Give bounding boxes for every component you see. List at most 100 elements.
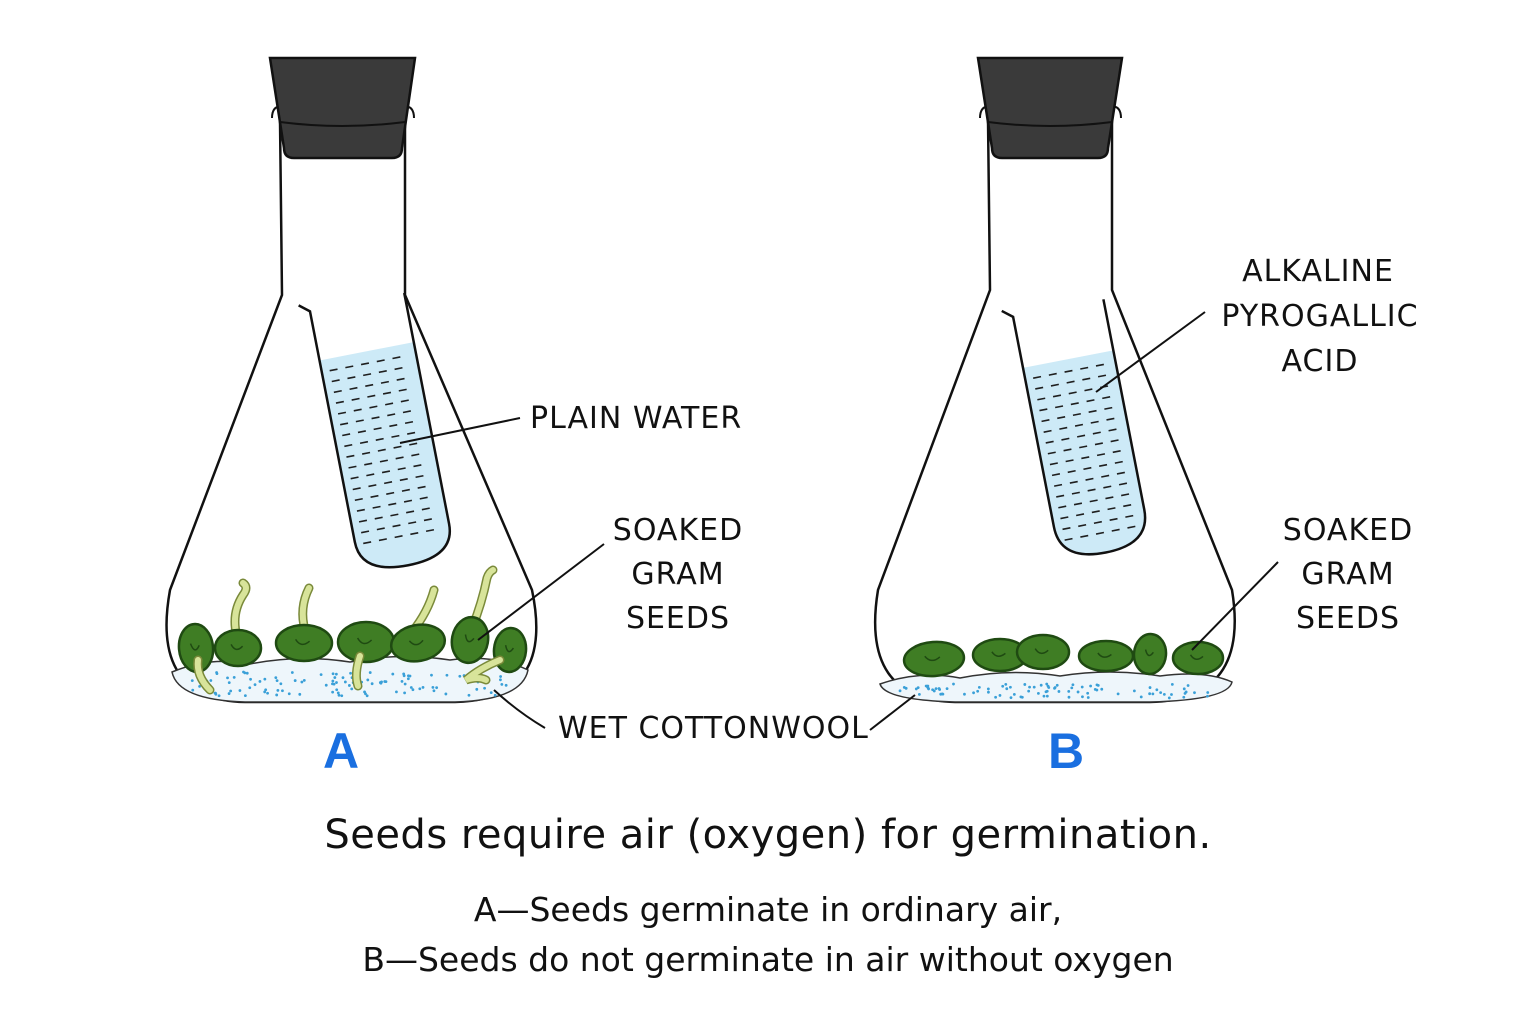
label-plain-water: PLAIN WATER [530,401,742,436]
cotton-dots-b [898,682,1210,700]
cotton-dot [232,675,236,679]
cotton-dot [1067,689,1071,693]
water-dash [1114,460,1123,464]
cotton-dot [994,695,998,699]
cotton-dot [1047,686,1051,689]
water-dash [1080,366,1089,370]
cotton-dot [1053,686,1056,690]
cotton-dot [431,685,435,689]
seed-hilum [356,637,373,645]
water-dash [359,440,369,445]
water-dash [1091,510,1100,514]
cotton-dot [349,671,352,675]
seed-hilum [464,634,475,643]
sprout-icon [353,653,363,689]
seed-hilum [294,638,311,646]
water-dash [1108,428,1117,432]
water-dash [331,379,340,383]
cotton-dot [1045,694,1049,698]
cotton-dot [1193,691,1196,695]
cotton-dot [402,674,406,678]
cotton-dot [499,678,502,682]
water-dash [389,424,398,428]
water-dash [1052,394,1062,398]
cotton-dot [1095,688,1099,692]
cotton-dot [242,670,245,674]
water-dash [329,368,338,372]
water-dash [345,365,354,369]
cotton-dot [1206,691,1210,694]
cotton-dot [274,676,278,680]
cotton-dot [245,671,249,675]
caption-title: Seeds require air (oxygen) for germinati… [324,812,1212,858]
cotton-dot [264,688,268,692]
test-tube-b-outline [1001,299,1147,556]
cotton-dot [209,679,213,682]
water-dash [1081,456,1090,460]
water-dash [1127,525,1136,529]
water-dash [1060,516,1069,520]
sprout-icon [464,657,503,683]
cotton-dot [500,682,504,686]
water-dash [400,399,409,403]
cotton-dot [1023,683,1027,686]
cotton-dot [302,679,306,682]
cotton-dot [1148,692,1152,696]
rubber-stopper-icon [268,56,417,160]
cotton-dot [379,681,383,685]
gram-seed-icon [1132,632,1168,676]
water-dash [337,411,347,415]
water-dash [399,478,408,482]
water-dash [1096,453,1106,457]
cotton-dot [227,681,231,685]
water-dash [1066,380,1075,384]
water-dash [352,487,361,491]
cotton-dot [406,677,410,681]
water-dash [401,488,410,492]
water-dash [373,427,382,431]
cotton-dot [445,673,449,677]
water-dash [1072,412,1081,417]
water-dash [391,434,400,438]
cotton-dot [258,680,262,683]
cotton-dot [987,690,990,694]
gram-seed-icon [492,626,528,674]
water-dash [1095,531,1105,535]
cotton-dot [408,674,412,678]
cotton-dot [432,689,436,693]
cotton-dot [281,689,284,693]
water-dash [356,508,365,512]
leader-soaked-a [477,543,605,641]
water-dashes-a [329,356,435,545]
flask-b-neck-ring [987,121,1113,127]
cotton-dot [444,692,448,696]
cotton-dot [227,692,231,695]
cotton-dot [217,694,221,698]
label-soaked-a-1: SOAKED [613,513,743,548]
leader-alkaline [1095,311,1206,393]
cotton-dot [324,683,328,687]
gram-seed-icon [389,623,447,663]
seed-body [1077,639,1135,673]
water-dash [396,377,405,381]
water-dash [1088,409,1097,413]
cotton-dot [213,691,217,695]
water-dash [365,383,374,387]
water-dash [346,454,355,458]
water-dash [375,437,384,441]
water-dash [417,485,426,489]
water-dash [419,496,428,500]
water-dash [360,530,370,534]
cotton-dot [1055,683,1059,687]
water-dash [1075,513,1085,517]
water-dash [1092,431,1101,435]
cotton-dot [400,679,404,683]
water-dash [392,524,401,528]
cotton-dot [364,692,367,696]
water-dash [402,410,411,414]
water-dash [1121,493,1130,497]
cotton-dot [366,678,370,682]
water-dash [351,397,360,401]
cotton-dot [275,679,279,683]
